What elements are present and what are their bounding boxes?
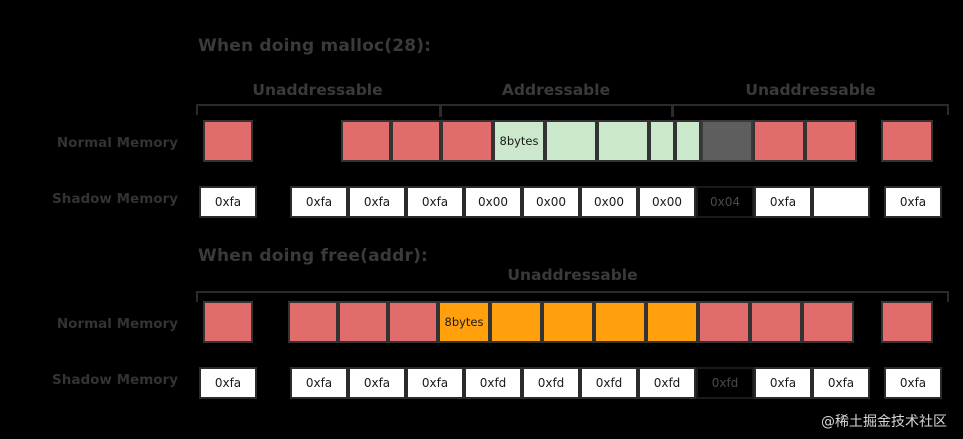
free-shadow-cell-4: 0xfd [464, 367, 522, 399]
malloc-memory-block-7 [649, 120, 675, 162]
malloc-shadow-cell-11: 0xfa [884, 186, 942, 218]
free-memory-block-label-4: 8bytes [444, 315, 484, 329]
free-shadow-cell-3: 0xfa [406, 367, 464, 399]
free-section-title: When doing free(addr): [198, 246, 429, 266]
free-shadow-cell-8: 0xfd [696, 367, 754, 399]
free-memory-block-2 [338, 301, 388, 343]
free-memory-block-5 [490, 301, 542, 343]
malloc-shadow-cell-6: 0x00 [580, 186, 638, 218]
malloc-bracket-divider-1 [439, 104, 442, 117]
free-memory-block-11 [802, 301, 854, 343]
free-memory-block-6 [542, 301, 594, 343]
malloc-region-label-unaddressable-left: Unaddressable [252, 81, 383, 99]
free-region-label-unaddressable: Unaddressable [507, 266, 638, 284]
malloc-memory-block-6 [597, 120, 649, 162]
free-shadow-cell-2: 0xfa [348, 367, 406, 399]
malloc-section-title: When doing malloc(28): [198, 36, 432, 56]
malloc-region-label-addressable: Addressable [501, 81, 611, 99]
free-memory-block-9 [698, 301, 750, 343]
free-memory-block-10 [750, 301, 802, 343]
malloc-shadow-cell-8: 0x04 [696, 186, 754, 218]
malloc-memory-block-label-4: 8bytes [499, 134, 539, 148]
malloc-shadow-cell-10 [812, 186, 870, 218]
free-shadow-cell-0: 0xfa [199, 367, 257, 399]
free-shadow-cell-9: 0xfa [754, 367, 812, 399]
malloc-shadow-cell-5: 0x00 [522, 186, 580, 218]
malloc-memory-block-0 [203, 120, 253, 162]
free-memory-block-4: 8bytes [438, 301, 490, 343]
malloc-memory-block-11 [805, 120, 857, 162]
malloc-shadow-cell-2: 0xfa [348, 186, 406, 218]
malloc-shadow-cell-7: 0x00 [638, 186, 696, 218]
free-memory-block-7 [594, 301, 646, 343]
malloc-shadow-cell-3: 0xfa [406, 186, 464, 218]
free-shadow-cell-6: 0xfd [580, 367, 638, 399]
free-memory-block-12 [881, 301, 933, 343]
free-shadow-cell-10: 0xfa [812, 367, 870, 399]
free-normal-memory-label: Normal Memory [56, 316, 178, 332]
malloc-memory-block-4: 8bytes [493, 120, 545, 162]
malloc-shadow-cell-4: 0x00 [464, 186, 522, 218]
free-memory-block-1 [288, 301, 338, 343]
malloc-memory-block-10 [753, 120, 805, 162]
malloc-shadow-cell-1: 0xfa [290, 186, 348, 218]
free-shadow-cell-5: 0xfd [522, 367, 580, 399]
malloc-memory-block-9 [701, 120, 753, 162]
free-memory-block-3 [388, 301, 438, 343]
malloc-region-bracket [196, 104, 949, 115]
free-shadow-cell-7: 0xfd [638, 367, 696, 399]
free-shadow-cell-1: 0xfa [290, 367, 348, 399]
malloc-memory-block-12 [881, 120, 933, 162]
malloc-region-label-unaddressable-right: Unaddressable [745, 81, 876, 99]
free-memory-block-8 [646, 301, 698, 343]
malloc-memory-block-3 [441, 120, 493, 162]
free-region-bracket [196, 291, 949, 302]
watermark: @稀土掘金技术社区 [821, 414, 947, 430]
malloc-bracket-divider-2 [671, 104, 674, 117]
malloc-shadow-cell-9: 0xfa [754, 186, 812, 218]
free-memory-block-0 [203, 301, 253, 343]
malloc-memory-block-2 [391, 120, 441, 162]
malloc-shadow-memory-label: Shadow Memory [52, 191, 178, 207]
malloc-memory-block-5 [545, 120, 597, 162]
malloc-normal-memory-label: Normal Memory [56, 135, 178, 151]
free-shadow-memory-label: Shadow Memory [52, 372, 178, 388]
malloc-shadow-cell-0: 0xfa [199, 186, 257, 218]
malloc-memory-block-8 [675, 120, 701, 162]
malloc-memory-block-1 [341, 120, 391, 162]
free-shadow-cell-11: 0xfa [884, 367, 942, 399]
